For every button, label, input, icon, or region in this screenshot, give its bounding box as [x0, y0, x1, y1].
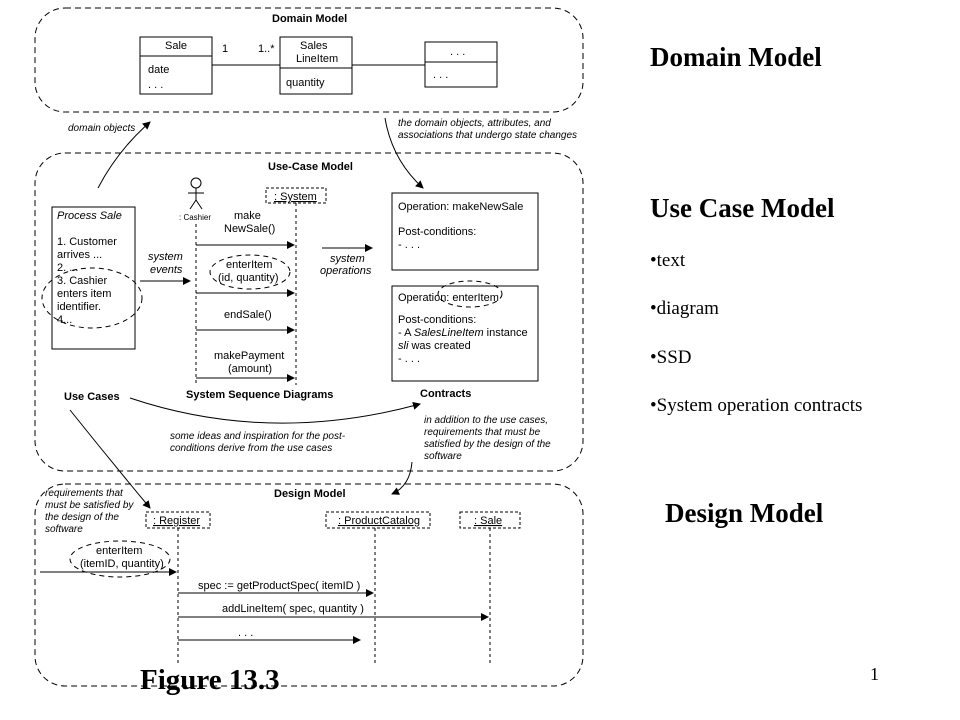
use-cases-label: Use Cases — [64, 391, 120, 403]
other-class-attr: . . . — [433, 69, 448, 81]
design-msg-dots: . . . — [238, 627, 253, 639]
bullet-item: •diagram — [650, 298, 719, 319]
process-sale-line: 4... — [57, 314, 72, 326]
enteritem-highlight-ellipse — [209, 254, 291, 290]
msg-make-newsale-1: make — [234, 210, 261, 222]
other-class: . . . . . . — [424, 41, 498, 88]
process-sale-line: arrives ... — [57, 249, 102, 261]
multiplicity-many: 1..* — [258, 43, 275, 55]
design-msg-enteritem-1: enterItem — [96, 545, 142, 557]
sale-class-attr-dots: . . . — [148, 79, 163, 91]
bullet-item: •text — [650, 250, 686, 271]
annotation-req-3: the design of the — [45, 512, 119, 523]
bullet-item: •System operation contracts — [650, 395, 863, 416]
catalog-object-label: : ProductCatalog — [338, 515, 420, 527]
contract-enteritem: Operation: enterItem Post-conditions: - … — [391, 285, 539, 382]
design-msg-getproductspec: spec := getProductSpec( itemID ) — [198, 580, 360, 592]
lineitem-class-attr: quantity — [286, 77, 325, 89]
sale-class-attr-date: date — [148, 64, 169, 76]
msg-enteritem-1: enterItem — [226, 259, 272, 271]
contract2-dots: - . . . — [398, 353, 420, 365]
msg-make-newsale-2: NewSale() — [224, 223, 275, 235]
figure-caption: Figure 13.3 — [140, 664, 280, 696]
process-sale-title: Process Sale — [57, 210, 122, 222]
sale-class: Sale date . . . — [139, 36, 213, 95]
msg-endsale: endSale() — [224, 309, 272, 321]
annotation-state-change-2: associations that undergo state changes — [398, 130, 577, 141]
annotation-domain-objects: domain objects — [68, 123, 135, 134]
domain-model-title: Domain Model — [272, 13, 347, 25]
cashier-actor-icon — [188, 177, 204, 210]
domain-model-heading: Domain Model — [650, 42, 822, 72]
contract-makenewsale: Operation: makeNewSale Post-conditions: … — [391, 192, 539, 271]
design-msg-enteritem-2: (itemID, quantity) — [80, 558, 164, 570]
use-case-model-heading: Use Case Model — [650, 193, 835, 223]
system-events-label-2: events — [150, 264, 183, 276]
contracts-label: Contracts — [420, 388, 471, 400]
contract1-operation: Operation: makeNewSale — [398, 201, 523, 213]
msg-makepayment-1: makePayment — [214, 350, 284, 362]
design-enteritem-highlight-ellipse — [69, 540, 171, 578]
sale-class-name: Sale — [165, 40, 187, 52]
process-sale-line: enters item — [57, 288, 111, 300]
process-sale-line: 3. Cashier — [57, 275, 107, 287]
step3-highlight-ellipse — [41, 267, 143, 329]
process-sale-line: 2. ... — [57, 262, 78, 274]
system-events-label-1: system — [148, 251, 183, 263]
ssd-label: System Sequence Diagrams — [186, 389, 333, 401]
process-sale-box: Process Sale 1. Customer arrives ... 2. … — [51, 206, 136, 350]
process-sale-line: identifier. — [57, 301, 101, 313]
msg-makepayment-2: (amount) — [228, 363, 272, 375]
sales-lineitem-class: Sales LineItem quantity — [279, 36, 353, 95]
usecase-model-panel: Use-Case Model Process Sale 1. Customer … — [34, 152, 584, 472]
usecase-model-title: Use-Case Model — [268, 161, 353, 173]
arrow-to-contracts — [384, 117, 424, 189]
annotation-req-2: must be satisfied by — [45, 500, 134, 511]
process-sale-line: 1. Customer — [57, 236, 117, 248]
annotation-addition-3: satisfied by the design of the — [424, 439, 551, 450]
annotation-state-change-1: the domain objects, attributes, and — [398, 118, 551, 129]
system-operations-label-1: system — [330, 253, 365, 265]
lineitem-class-name-2: LineItem — [296, 53, 338, 65]
page-number: 1 — [870, 664, 879, 684]
annotation-req-4: software — [45, 524, 83, 535]
annotation-req-1: requirements that — [45, 488, 124, 499]
sale-object-label: : Sale — [474, 515, 502, 527]
annotation-addition-4: software — [424, 451, 462, 462]
system-object-label: : System — [274, 191, 317, 203]
annotation-addition-1: in addition to the use cases, — [424, 415, 548, 426]
arrow-usecases-to-design — [69, 409, 151, 509]
contract2-line2: sli was created — [398, 340, 471, 352]
other-class-name: . . . — [450, 46, 465, 58]
register-object-label: : Register — [153, 515, 200, 527]
annotation-ideas-2: conditions derive from the use cases — [170, 443, 332, 454]
system-operations-label-2: operations — [320, 265, 372, 277]
design-msg-addlineitem: addLineItem( spec, quantity ) — [222, 603, 364, 615]
design-model-panel: Design Model requirements that must be s… — [34, 483, 584, 687]
arrow-requirements-to-design — [391, 461, 413, 495]
contract1-postconditions: Post-conditions: — [398, 226, 476, 238]
bullet-item: •SSD — [650, 347, 692, 368]
annotation-ideas-1: some ideas and inspiration for the post- — [170, 431, 346, 442]
domain-model-panel: Domain Model Sale date . . . 1 1..* Sale… — [34, 7, 584, 113]
annotation-addition-2: requirements that must be — [424, 427, 541, 438]
contract2-operation: Operation: enterItem — [398, 292, 499, 304]
design-model-heading: Design Model — [665, 498, 824, 528]
figure-diagram: Domain Model Sale date . . . 1 1..* Sale… — [34, 7, 584, 687]
multiplicity-one: 1 — [222, 43, 228, 55]
catalog-object-box — [325, 511, 431, 529]
contract2-postconditions: Post-conditions: — [398, 314, 476, 326]
cashier-label: : Cashier — [179, 213, 211, 222]
arrow-usecases-to-contracts — [129, 397, 421, 424]
design-model-title: Design Model — [274, 488, 346, 500]
contract1-dots: - . . . — [398, 239, 420, 251]
contract2-line1: - A SalesLineItem instance — [398, 327, 528, 339]
lineitem-class-name-1: Sales — [300, 40, 328, 52]
msg-enteritem-2: (id, quantity) — [218, 272, 279, 284]
contract-enteritem-highlight-ellipse — [437, 280, 503, 308]
